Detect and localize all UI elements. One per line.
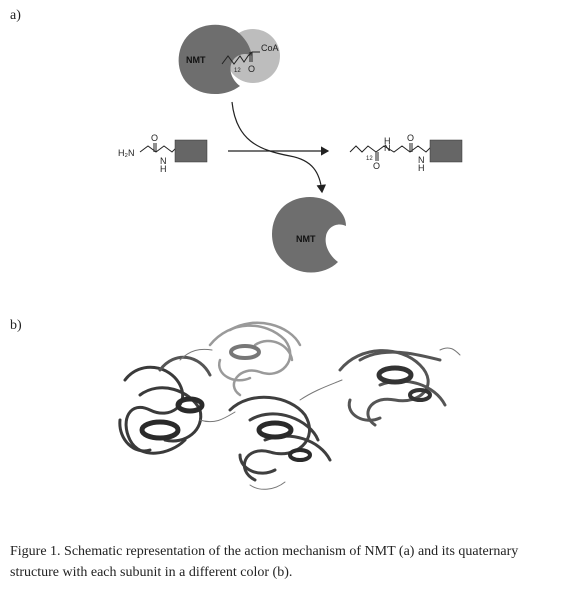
protein-box-substrate [174, 139, 208, 163]
nmt-label-bottom: NMT [296, 234, 316, 244]
myristoylated-product: O 12 H N O N H [349, 133, 463, 173]
substrate-peptide: H₂N O N H [118, 133, 208, 174]
figure-caption: Figure 1. Schematic representation of th… [10, 544, 519, 580]
nmt-enzyme-shape-bottom [272, 197, 346, 273]
reaction-curved-arrow [231, 101, 327, 194]
myristoyl-chain [221, 51, 260, 65]
subunit-3 [228, 395, 332, 482]
nh-product2-n: N [418, 155, 425, 165]
protein-structure [118, 321, 461, 490]
nh-substrate-n: N [160, 156, 167, 166]
subunit-1 [118, 355, 212, 455]
panel-b-label: b) [10, 318, 22, 333]
enzyme-complex-top: NMT CoA 12 O [178, 24, 280, 95]
subunit-4 [338, 349, 447, 427]
subscript-top: 12 [234, 68, 241, 74]
coa-label: CoA [261, 43, 279, 53]
protein-box-product [429, 139, 463, 163]
substrate-amine: H₂N [118, 148, 135, 158]
nmt-label-top: NMT [186, 55, 206, 65]
o-product-1: O [373, 161, 380, 171]
subunit-2 [208, 321, 302, 397]
nh-substrate-h: H [160, 164, 167, 174]
figure-canvas: NMT CoA 12 O H₂N O N H O 12 H N O N H [118, 24, 463, 490]
subscript-product: 12 [366, 156, 373, 162]
nmt-enzyme-shape-top [178, 24, 252, 95]
o-substrate: O [151, 133, 158, 143]
nh-product2-h: H [418, 163, 425, 173]
o-top: O [248, 64, 255, 74]
panel-a-label: a) [10, 8, 21, 23]
enzyme-free-bottom: NMT [272, 197, 346, 273]
nh-product-n: N [384, 143, 391, 153]
nh-product-h: H [384, 136, 391, 146]
o-product-2: O [407, 133, 414, 143]
